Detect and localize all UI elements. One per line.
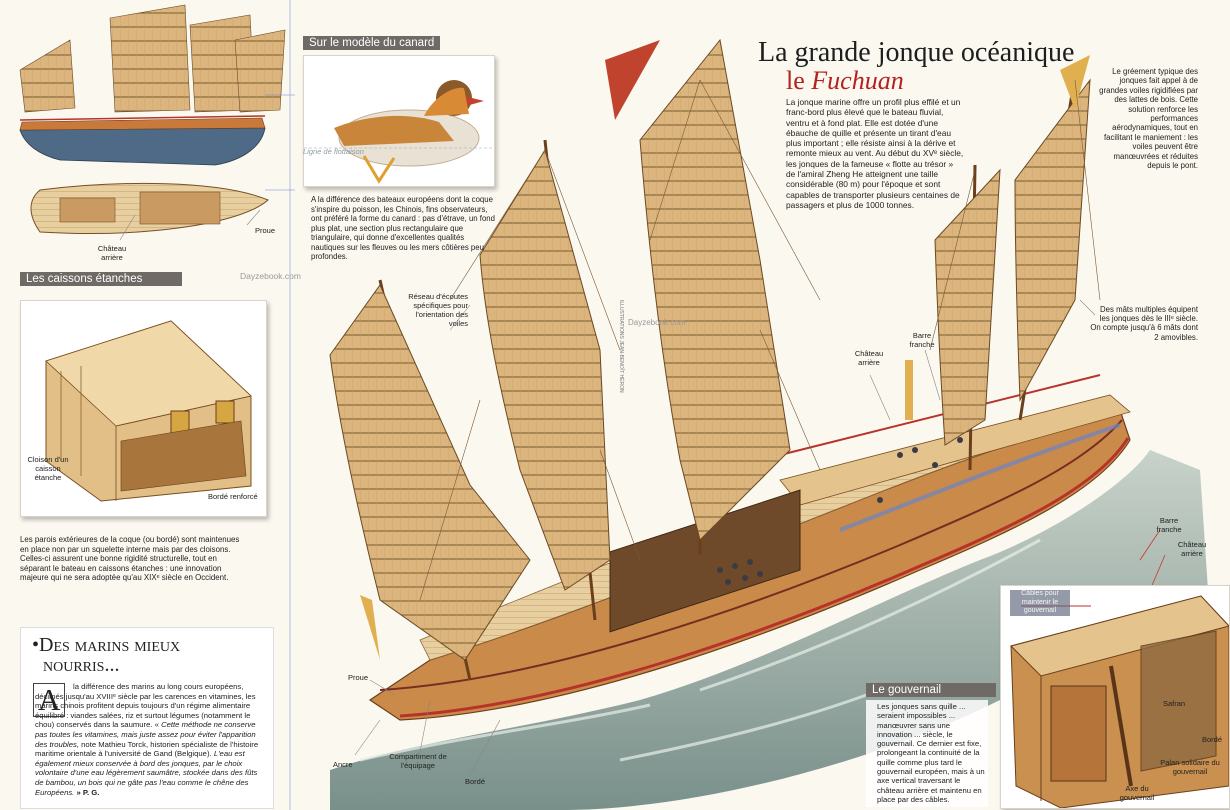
subtitle-name: Fuchuan [811,66,904,95]
mandarin-duck-image [304,80,494,184]
sailors-text-part1: la différence des marins au long cours e… [35,682,256,730]
rudder-cables-label: Câbles pour maintenir le gouvernail [1010,590,1070,616]
rudder-label-planking: Bordé [1202,735,1223,744]
rudder-label-stern: Château arrière [1177,540,1207,558]
watermark: Dayzebook.com [240,271,301,281]
label-planking: Bordé [465,777,486,786]
rudder-image-box [1000,585,1230,809]
sailors-heading-line1: •Des marins mieux [32,634,181,656]
caissons-header: Les caissons étanches [20,272,182,286]
rudder-label-tiller: Barre franche [1156,516,1182,534]
duck-image-box [303,55,495,187]
label-reinforced-planking: Bordé renforcé [208,492,258,501]
duck-text: A la différence des bateaux européens do… [311,195,495,261]
rudder-label-axis: Axe du gouvernail [1119,784,1155,802]
label-bulkhead: Cloison d'un caisson étanche [27,455,69,482]
watermark-2: Dayzebook.com [628,318,686,327]
label-bow-top: Proue [255,226,276,235]
label-tiller: Barre franche [909,331,935,349]
dropcap: A [33,683,66,717]
caisson-image [45,320,252,502]
rudder-label-tackle: Palan solidaire du gouvernail [1160,758,1220,776]
rudder-text: Les jonques sans quille ... seraient imp… [877,702,985,804]
duck-section-header: Sur le modèle du canard [303,36,441,50]
rudder-image [1010,595,1229,808]
rigging-text: Le gréement typique des jonques fait app… [1099,67,1198,171]
rudder-label-blade: Safran [1163,699,1186,708]
label-crew-compartment: Compartiment de l'équipage [389,752,447,770]
page-subtitle: le Fuchuan [786,66,904,96]
rudder-header: Le gouvernail [866,683,996,697]
masts-text: Des mâts multiples équipent les jonques … [1090,305,1198,342]
sailors-heading-line2: nourris... [43,654,120,676]
waterline-label: Ligne de flottaison [303,147,364,156]
subtitle-prefix: le [786,66,812,95]
sailors-text-part2: note Mathieu Torck, historien spécialist… [35,739,259,759]
caissons-text: Les parois extérieures de la coque (ou b… [20,535,240,582]
sailors-text-quote2: L'eau est également mieux conservée à bo… [35,749,258,797]
page-title: La grande jonque océanique [758,37,1075,68]
label-anchor: Ancre [333,760,353,769]
intro-text: La jonque marine offre un profil plus ef… [786,97,964,210]
caisson-image-box [20,300,267,517]
sailors-box [20,627,274,809]
label-sheets: Réseau d'écoutes spécifiques pour l'orie… [408,292,468,328]
label-stern-castle: Château arrière [854,349,884,367]
sailors-text: la différence des marins au long cours e… [35,682,265,797]
rudder-text-box [866,700,988,807]
illustration-credit: ILLUSTRATIONS JEAN-BENOÎT HÉRON [618,300,624,393]
label-stern-castle-top: Château arrière [97,244,127,262]
sailors-signature: » P. G. [76,787,100,797]
sailors-text-quote1: Cette méthode ne conserve pas toutes les… [35,720,256,749]
label-bow: Proue [348,673,369,682]
